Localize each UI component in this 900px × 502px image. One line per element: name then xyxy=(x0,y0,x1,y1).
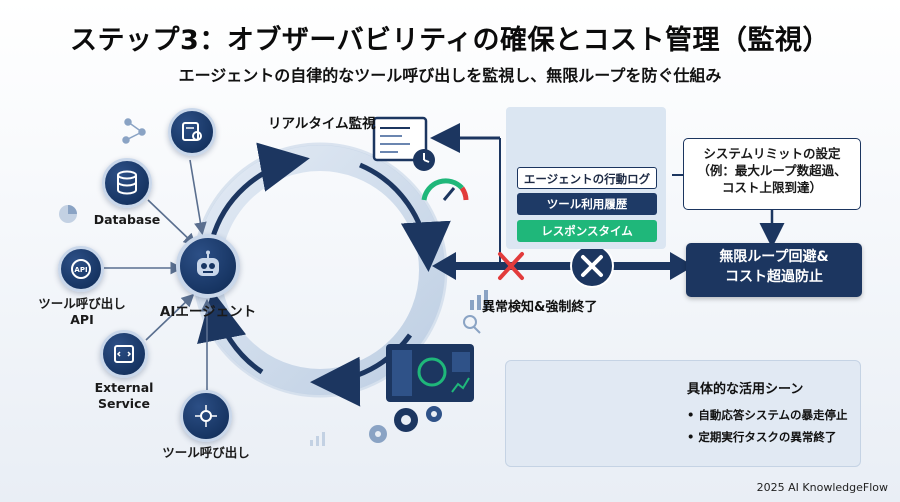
robot-icon xyxy=(197,250,219,276)
database-label: Database xyxy=(93,212,161,227)
response-time-pill: レスポンスタイム xyxy=(517,220,657,242)
stop-icon xyxy=(570,244,614,288)
red-x-icon xyxy=(498,252,524,280)
use-case-title: 具体的な活用シーン xyxy=(687,382,804,397)
code-search-node xyxy=(168,108,216,156)
external-service-label: External Service xyxy=(94,380,154,411)
ai-agent-label: AIエージェント xyxy=(159,304,257,320)
external-service-node xyxy=(100,330,148,378)
use-case-panel xyxy=(505,360,861,467)
realtime-monitoring-label: リアルタイム監視 xyxy=(268,116,376,132)
pie-chart-icon xyxy=(59,205,77,223)
code-window-icon xyxy=(114,345,134,363)
database-icon xyxy=(117,170,137,195)
dashboard-icon xyxy=(386,344,474,402)
tool-call-label: ツール呼び出し xyxy=(162,445,250,460)
ai-agent-node xyxy=(176,234,240,298)
tool-api-label: ツール呼び出し API xyxy=(38,296,126,327)
stop-double-arrow xyxy=(432,252,694,280)
tool-call-node xyxy=(180,390,232,442)
loop-prevention-box: 無限ループ回避& コスト超過防止 xyxy=(686,243,862,297)
anomaly-detection-label: 異常検知&強制終了 xyxy=(482,300,598,315)
system-limit-box: システムリミットの設定 （例：最大ループ数超過、 コスト上限到達） xyxy=(683,138,861,210)
page-title: ステップ3：オブザーバビリティの確保とコスト管理（監視） xyxy=(70,25,830,56)
agent-action-log-pill: エージェントの行動ログ xyxy=(517,167,657,189)
footer-credit: 2025 AI KnowledgeFlow xyxy=(756,481,888,494)
log-document-icon xyxy=(372,116,428,162)
magnifier-icon xyxy=(463,315,481,334)
tool-api-node: API xyxy=(58,246,104,292)
gauge-icon xyxy=(421,178,469,201)
use-case-item: • 定期実行タスクの異常終了 xyxy=(687,430,837,444)
code-search-icon xyxy=(182,122,202,141)
gear-icon xyxy=(369,406,442,443)
api-icon: API xyxy=(71,259,91,279)
use-case-item: • 自動応答システムの暴走停止 xyxy=(687,408,848,422)
bar-chart-icon xyxy=(470,290,488,310)
network-icon xyxy=(122,118,146,144)
svg-text:API: API xyxy=(74,266,87,274)
hub-gear-icon xyxy=(195,405,217,427)
bar-chart-small-icon xyxy=(310,432,325,446)
tool-usage-history-pill: ツール利用履歴 xyxy=(517,193,657,215)
agent-connectors xyxy=(104,159,214,390)
clock-icon xyxy=(413,149,435,171)
database-node xyxy=(102,158,152,208)
page-subtitle: エージェントの自律的なツール呼び出しを監視し、無限ループを防ぐ仕組み xyxy=(178,66,722,85)
